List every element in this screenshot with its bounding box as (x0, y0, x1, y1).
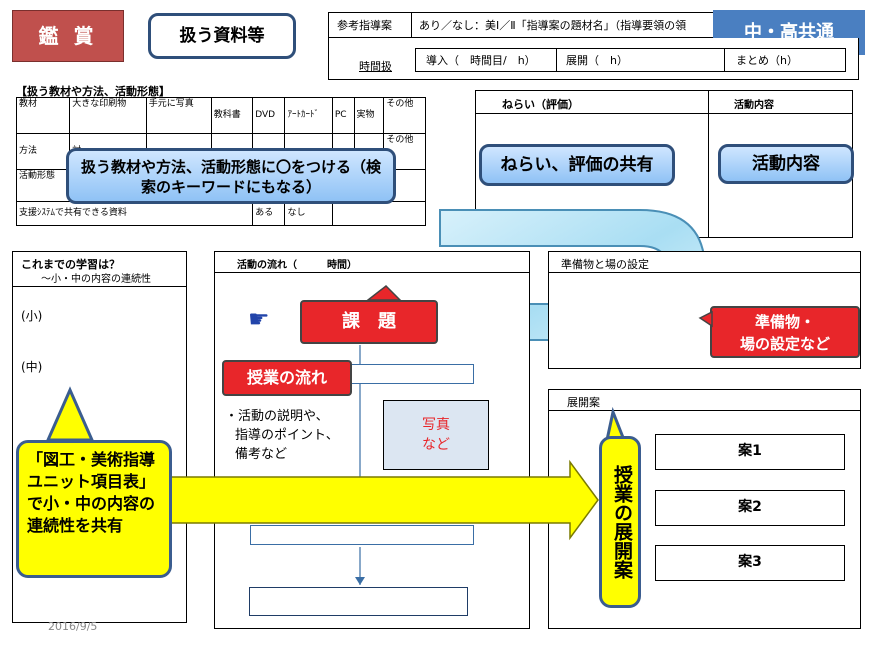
cell: なし (284, 201, 333, 226)
footer-date: 2016/9/5 (48, 620, 98, 633)
ref-divider (411, 13, 412, 37)
matome-label: まとめ（h） (736, 54, 798, 67)
divider (724, 49, 725, 71)
plan-item-3: 案3 (655, 545, 845, 581)
prep-title: 準備物と場の設定 (561, 258, 649, 271)
kansho-banner: 鑑 賞 (12, 10, 124, 62)
pointing-hand-icon: ☛ (248, 305, 270, 333)
activity-callout: 活動内容 (718, 144, 854, 184)
ref-value: あり／なし：美Ⅰ／Ⅱ「指導案の題材名」（指導要領の領 (419, 19, 687, 32)
cell: 活動形態 (15, 169, 71, 202)
elementary-label: (小) (21, 309, 43, 323)
aims-title: ねらい（評価） (502, 98, 579, 111)
aims-callout: ねらい、評価の共有 (479, 144, 675, 186)
dounyu-label: 導入（ 時間目/ h） (426, 54, 536, 67)
atsukau-callout: 扱う資料等 (148, 13, 296, 59)
divider (549, 410, 860, 411)
cell: 教科書 (210, 97, 254, 134)
cell: ｱｰﾄｶｰﾄﾞ (284, 97, 333, 134)
prior-subtitle: ～小・中の内容の連続性 (41, 274, 151, 285)
activity-title: 活動内容 (734, 100, 774, 111)
prep-callout: 準備物・ 場の設定など (710, 306, 860, 358)
middle-label: (中) (21, 360, 43, 374)
plan-item-1: 案1 (655, 434, 845, 470)
tenkai-label: 展開（ h） (566, 54, 628, 67)
divider (215, 272, 529, 273)
divider (708, 91, 709, 237)
time-subrow: 導入（ 時間目/ h） 展開（ h） まとめ（h） (415, 48, 846, 72)
flow-final-box (249, 587, 468, 616)
cell: その他 (383, 97, 426, 134)
time-row: 時間扱 導入（ 時間目/ h） 展開（ h） まとめ（h） (328, 38, 859, 80)
plan-title: 展開案 (567, 396, 600, 409)
prior-title: これまでの学習は？ (21, 258, 120, 271)
flow-step-box (250, 525, 474, 545)
materials-title: 【扱う教材や方法、活動形態】 (16, 85, 170, 98)
jugyo-label: 授業の流れ (222, 360, 352, 396)
divider (556, 49, 557, 71)
prior-callout: 「図工・美術指導ユニット項目表」で小・中の内容の連続性を共有 (16, 440, 172, 578)
plan-callout: 授業の展開案 (599, 436, 641, 608)
ref-label: 参考指導案 (337, 19, 392, 32)
note-line: ・活動の説明や、 (225, 409, 329, 424)
divider (13, 286, 186, 287)
divider (476, 113, 852, 114)
jikan-label: 時間扱 (359, 60, 392, 73)
flow-title: 活動の流れ（ 時間） (237, 260, 357, 271)
photo-placeholder: 写真 など (383, 400, 489, 470)
note-line: 指導のポイント、 (235, 428, 339, 443)
flow-notes: ・活動の説明や、 指導のポイント、 備考など (225, 407, 339, 464)
divider (549, 272, 860, 273)
materials-callout: 扱う教材や方法、活動形態に〇をつける（検索のキーワードにもなる） (66, 148, 396, 204)
plan-item-2: 案2 (655, 490, 845, 526)
kadai-box: 課 題 (300, 300, 438, 344)
note-line: 備考など (235, 447, 288, 462)
